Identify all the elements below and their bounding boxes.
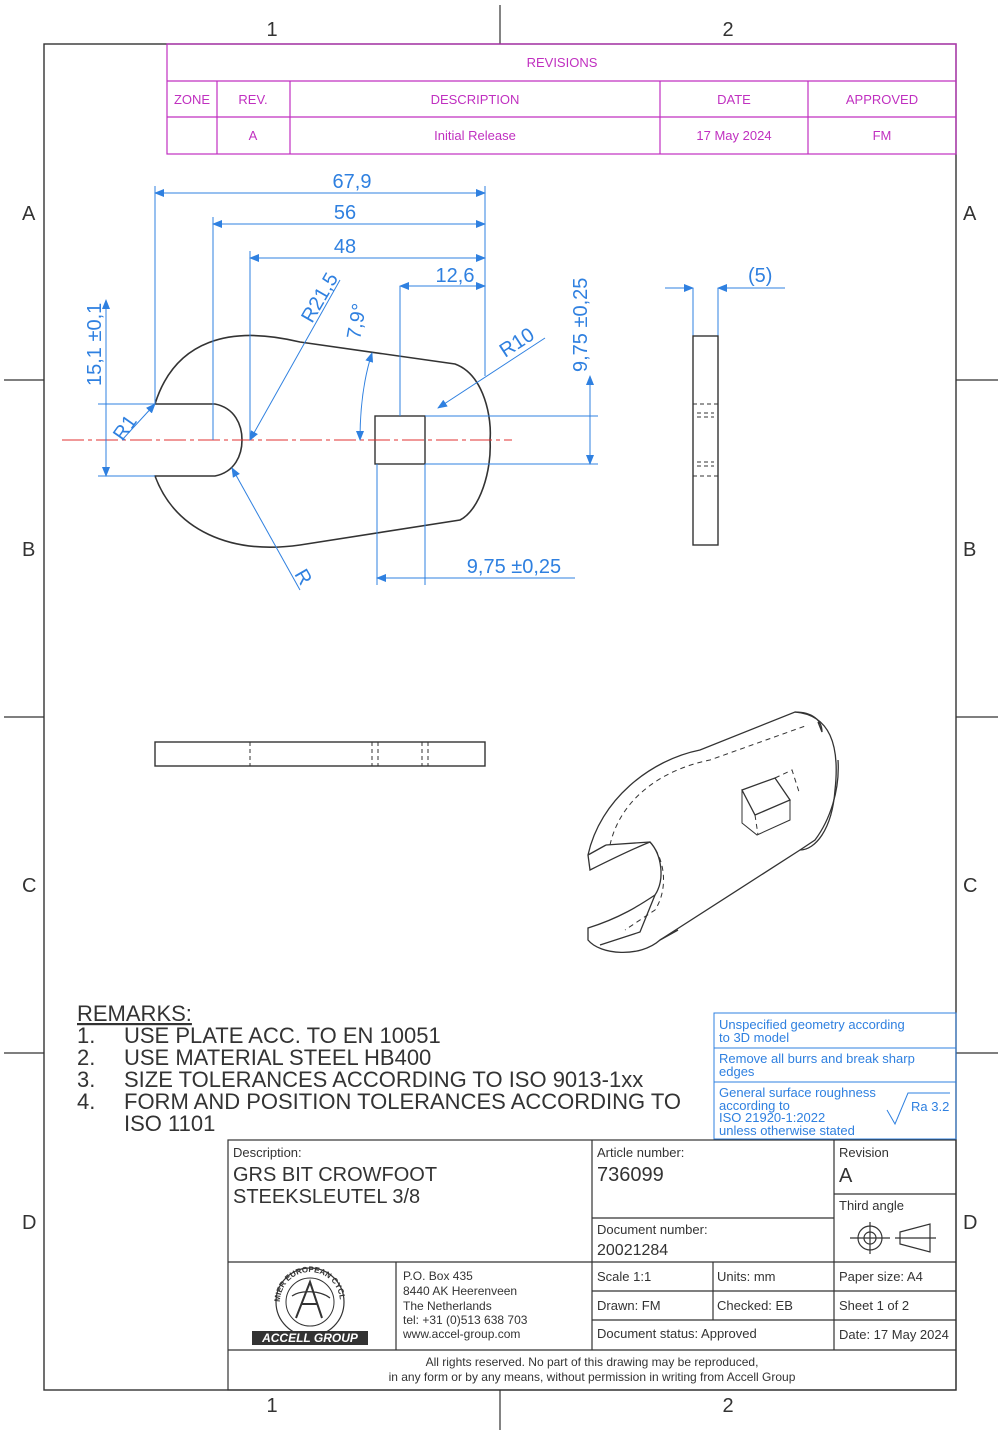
dim-jaw-opening: 15,1 ±0,1	[84, 303, 106, 386]
checked-by: Checked: EB	[717, 1298, 793, 1313]
remark-2-num: 2.	[77, 1045, 95, 1070]
dim-square-vertical: 9,75 ±0,25	[570, 278, 592, 372]
third-angle-projection-icon	[850, 1222, 936, 1254]
description-label: Description:	[233, 1145, 302, 1160]
remark-4-cont: ISO 1101	[124, 1111, 215, 1136]
document-number-value: 20021284	[597, 1242, 668, 1259]
note-3-line-3: ISO 21920-1:2022	[719, 1110, 825, 1125]
note-1-line-2: to 3D model	[719, 1030, 789, 1045]
dim-12-6: 12,6	[436, 265, 475, 287]
remark-4-num: 4.	[77, 1089, 95, 1114]
article-number: 736099	[597, 1164, 664, 1186]
address-line-1: P.O. Box 435	[403, 1269, 473, 1283]
remark-1-num: 1.	[77, 1023, 95, 1048]
remark-2-text: USE MATERIAL STEEL HB400	[124, 1045, 431, 1070]
remarks-title: REMARKS:	[77, 1001, 192, 1026]
dim-radius-21-5: R21,5	[297, 269, 343, 326]
revision-label: Revision	[839, 1145, 889, 1160]
dim-angle: 7,9°	[343, 302, 371, 341]
address-line-5: www.accel-group.com	[402, 1327, 520, 1341]
remark-3-num: 3.	[77, 1067, 95, 1092]
rev-header-rev: REV.	[238, 92, 267, 107]
dim-48: 48	[334, 236, 356, 258]
projection-label: Third angle	[839, 1198, 904, 1213]
remark-1-text: USE PLATE ACC. TO EN 10051	[124, 1023, 441, 1048]
dim-thickness: (5)	[748, 265, 772, 287]
remark-4-text: FORM AND POSITION TOLERANCES ACCORDING T…	[124, 1089, 681, 1114]
drawing-date: Date: 17 May 2024	[839, 1327, 949, 1342]
side-view	[692, 335, 719, 546]
rev-cell-date: 17 May 2024	[696, 128, 771, 143]
rev-header-approved: APPROVED	[846, 92, 918, 107]
note-1-line-1: Unspecified geometry according	[719, 1017, 905, 1032]
zone-row-c-right: C	[963, 875, 977, 897]
isometric-view	[587, 711, 839, 954]
remark-3-text: SIZE TOLERANCES ACCORDING TO ISO 9013-1x…	[124, 1067, 643, 1092]
address-line-4: tel: +31 (0)513 638 703	[403, 1313, 528, 1327]
zone-row-c-left: C	[22, 875, 36, 897]
dimension-lines	[98, 186, 785, 591]
front-view	[62, 334, 512, 548]
logo-wordmark: ACCELL GROUP	[261, 1331, 359, 1345]
note-2-line-1: Remove all burrs and break sharp	[719, 1051, 915, 1066]
zone-row-a-right: A	[963, 203, 977, 225]
dim-56: 56	[334, 202, 356, 224]
address-line-2: 8440 AK Heerenveen	[403, 1284, 517, 1298]
document-status: Document status: Approved	[597, 1326, 757, 1341]
revisions-table: REVISIONS ZONE REV. DESCRIPTION DATE APP…	[166, 43, 957, 155]
zone-col-2-bottom: 2	[722, 1395, 733, 1417]
zone-row-d-left: D	[22, 1212, 36, 1234]
address-line-3: The Netherlands	[403, 1299, 492, 1313]
note-2-line-2: edges	[719, 1064, 755, 1079]
units: Units: mm	[717, 1269, 776, 1284]
top-view	[154, 741, 486, 767]
note-3-line-4: unless otherwise stated	[719, 1123, 855, 1138]
revision-value: A	[839, 1165, 853, 1187]
rev-cell-rev: A	[249, 128, 258, 143]
rights-line-1: All rights reserved. No part of this dra…	[426, 1355, 759, 1369]
title-block: Description: GRS BIT CROWFOOT STEEKSLEUT…	[0, 0, 957, 1391]
rev-header-description: DESCRIPTION	[431, 92, 520, 107]
dim-square-horizontal: 9,75 ±0,25	[467, 556, 561, 578]
description-line-2: STEEKSLEUTEL 3/8	[233, 1186, 420, 1208]
rev-header-zone: ZONE	[174, 92, 210, 107]
zone-col-1-bottom: 1	[266, 1395, 277, 1417]
zone-row-b-right: B	[963, 539, 976, 561]
scale: Scale 1:1	[597, 1269, 651, 1284]
remarks: REMARKS: 1. USE PLATE ACC. TO EN 10051 2…	[77, 1001, 681, 1136]
rev-cell-description: Initial Release	[434, 128, 516, 143]
general-notes: Unspecified geometry according to 3D mod…	[713, 1012, 957, 1140]
zone-col-1-top: 1	[266, 19, 277, 41]
description-line-1: GRS BIT CROWFOOT	[233, 1164, 437, 1186]
paper-size: Paper size: A4	[839, 1269, 923, 1284]
drawing-border	[43, 43, 957, 1391]
rev-cell-approved: FM	[873, 128, 892, 143]
zone-col-2-top: 2	[722, 19, 733, 41]
dim-radius-r: R	[290, 566, 316, 590]
wrench-outline	[153, 334, 492, 548]
zone-row-b-left: B	[22, 539, 35, 561]
document-number-label: Document number:	[597, 1222, 708, 1237]
sheet-number: Sheet 1 of 2	[839, 1298, 909, 1313]
rights-line-2: in any form or by any means, without per…	[389, 1370, 796, 1384]
zone-row-d-right: D	[963, 1212, 977, 1234]
zone-markers	[4, 5, 998, 1430]
drawn-by: Drawn: FM	[597, 1298, 661, 1313]
rev-header-date: DATE	[717, 92, 751, 107]
revisions-title: REVISIONS	[527, 55, 598, 70]
zone-row-a-left: A	[22, 203, 36, 225]
dim-overall-length: 67,9	[333, 171, 372, 193]
note-3-line-2: according to	[719, 1098, 790, 1113]
accell-group-logo: THE PREMIER EUROPEAN CYCLE GROUP ACCELL …	[0, 0, 368, 1345]
note-3-line-1: General surface roughness	[719, 1085, 876, 1100]
roughness-value: Ra 3.2	[911, 1099, 949, 1114]
article-label: Article number:	[597, 1145, 684, 1160]
